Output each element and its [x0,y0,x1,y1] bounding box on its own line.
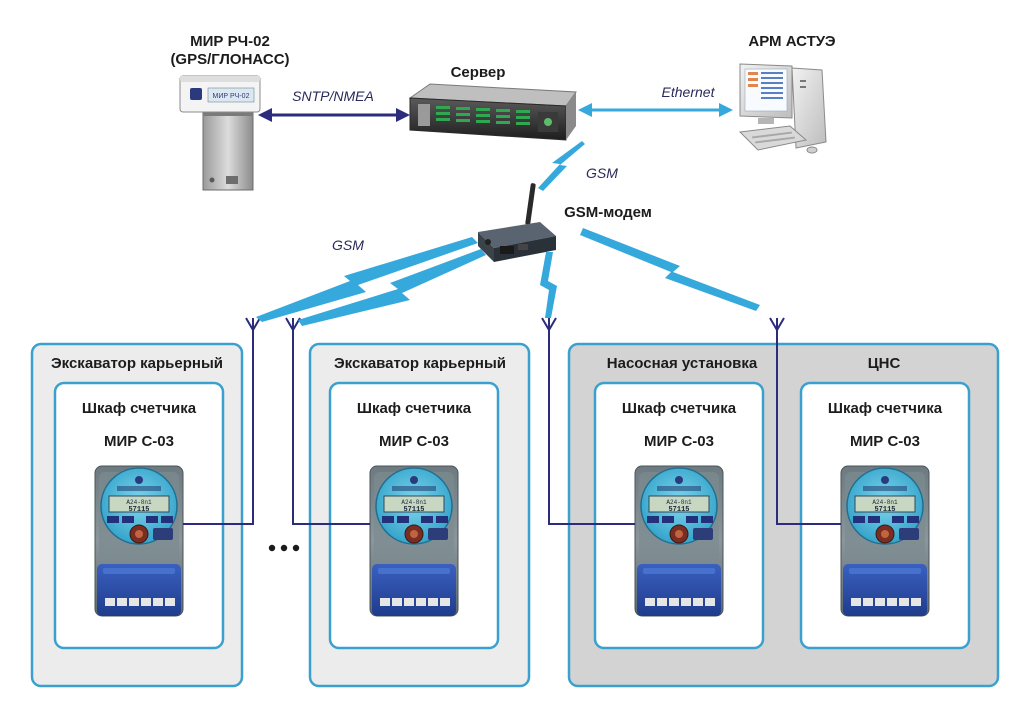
gsm-bolt-server [538,141,585,191]
gsm-label-left: GSM [332,237,364,253]
gsm-bolt-site3 [540,252,557,318]
site-title-3: Насосная установка [607,355,758,372]
cabinet-label-2: Шкаф счетчика [357,400,472,417]
meter-device-3: A24-8n1 57115 [634,465,724,617]
site-title-2: Экскаватор карьерный [334,355,506,372]
meter-label-3: МИР С-03 [644,433,714,450]
meter-display-line2: 57115 [874,506,895,514]
site-title-1: Экскаватор карьерный [51,355,223,372]
gsm-label-server: GSM [586,165,618,181]
modem-title: GSM-модем [564,204,652,221]
site-title-4: ЦНС [868,355,901,372]
antenna-icon-2 [285,317,301,332]
ethernet-link-arrow [578,103,733,117]
workstation-computer [738,63,827,154]
antenna-wire-3 [548,328,635,525]
cabinet-label-1: Шкаф счетчика [82,400,197,417]
gsm-bolt-site2 [298,249,486,326]
sntp-label: SNTP/NMEA [292,88,374,104]
meter-display-line2: 57115 [403,506,424,514]
arm-title: АРМ АСТУЭ [748,33,836,50]
gps-title: МИР РЧ-02 [190,33,270,50]
meter-device-4: A24-8n1 57115 [840,465,930,617]
ethernet-label: Ethernet [662,84,716,100]
antenna-wire-4 [776,328,841,525]
meter-label-2: МИР С-03 [379,433,449,450]
meter-display-line2: 57115 [668,506,689,514]
meter-label-4: МИР С-03 [850,433,920,450]
meter-display-line2: 57115 [128,506,149,514]
meter-display-line1: A24-8n1 [872,499,898,506]
server-title: Сервер [451,64,506,81]
gps-device-label: МИР РЧ-02 [213,93,250,100]
gsm-bolt-site4 [580,228,760,311]
antenna-wire-2 [292,328,370,525]
meter-device-1: A24-8n1 57115 [94,465,184,617]
sntp-link-arrow [258,108,410,122]
meter-display-line1: A24-8n1 [666,499,692,506]
cabinet-label-3: Шкаф счетчика [622,400,737,417]
ellipsis-more-sites [268,544,300,552]
antenna-wire-1 [183,328,254,525]
server-rack-device [408,83,577,141]
meter-device-2: A24-8n1 57115 [369,465,459,617]
cabinet-label-4: Шкаф счетчика [828,400,943,417]
gsm-modem-device [478,183,556,262]
antenna-icon-4 [769,317,785,332]
antenna-icon-1 [245,317,261,332]
gsm-bolt-site1 [256,237,478,322]
meter-label-1: МИР С-03 [104,433,174,450]
gps-subtitle: (GPS/ГЛОНАСС) [170,51,289,68]
meter-display-line1: A24-8n1 [126,499,152,506]
gps-receiver-device: МИР РЧ-02 [179,75,261,191]
antenna-icon-3 [541,317,557,332]
meter-display-line1: A24-8n1 [401,499,427,506]
